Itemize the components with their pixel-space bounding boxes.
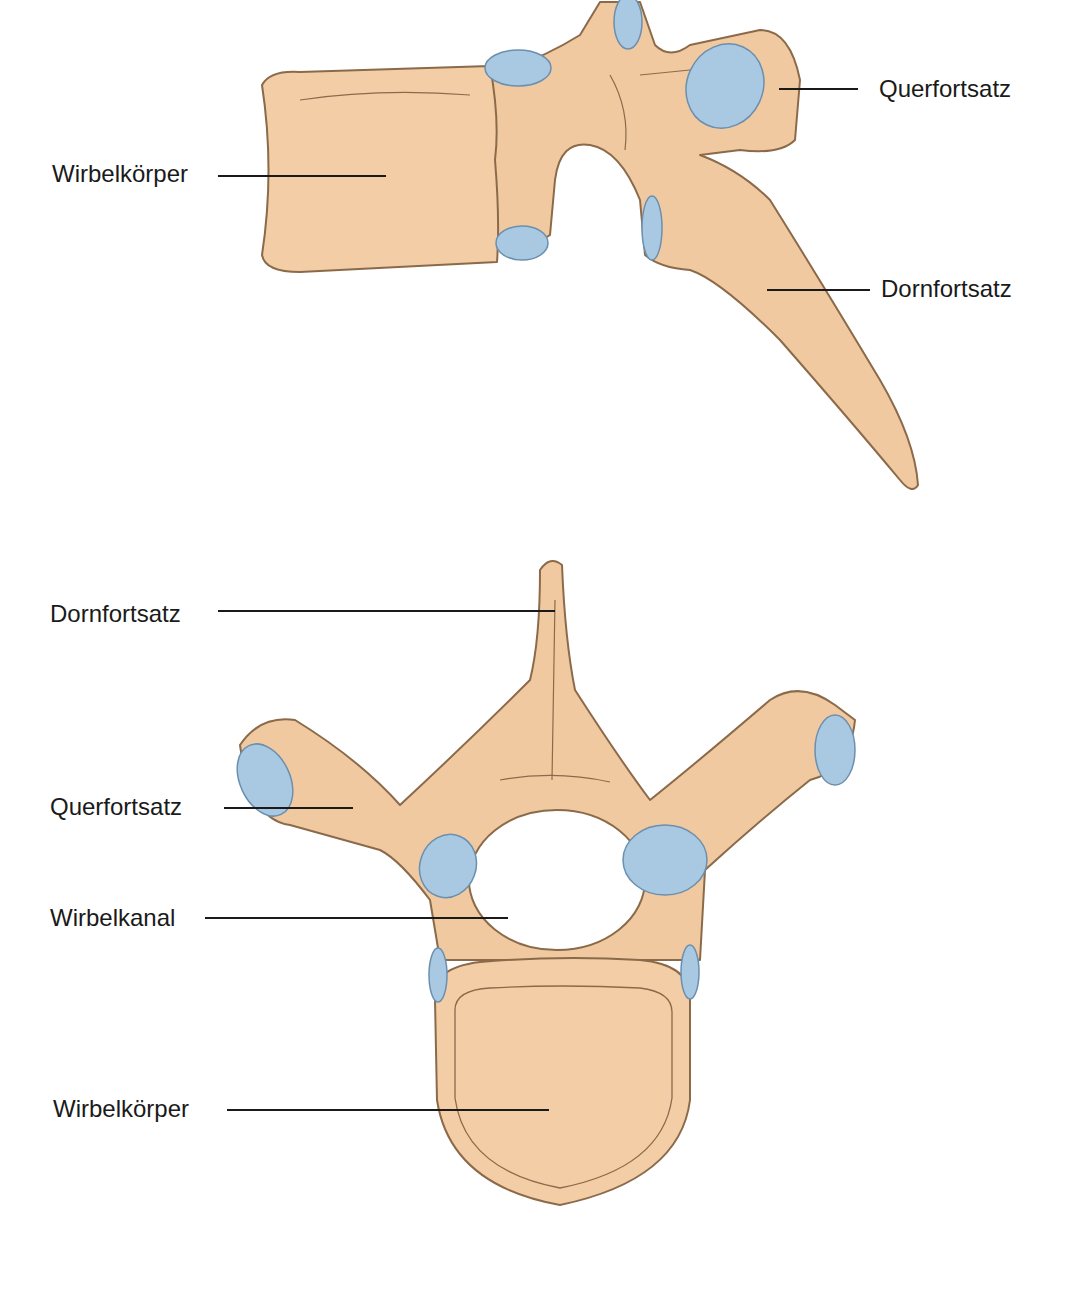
cartilage-facet [429,948,447,1002]
cartilage-facet [642,196,662,260]
leader-line [779,88,858,90]
vertebral-body [435,958,691,1205]
part-label: Dornfortsatz [50,600,181,629]
body-rim [455,986,672,1188]
lateral-view [262,0,918,489]
leader-line [227,1109,549,1111]
cartilage-facet [411,826,486,905]
leader-line [218,175,386,177]
vertebral-body [262,66,498,272]
superior-view [226,561,855,1205]
cartilage-facet [614,0,642,49]
leader-line [767,289,870,291]
leader-line [218,610,555,612]
cartilage-facet [485,50,551,86]
part-label: Querfortsatz [50,793,182,822]
cartilage-facet [623,825,707,895]
part-label: Wirbelkanal [50,904,175,933]
part-label: Dornfortsatz [881,275,1012,304]
surface-line [500,600,610,782]
leader-line [205,917,508,919]
part-label: Querfortsatz [879,75,1011,104]
vertebral-arch [490,2,918,489]
vertebral-arch [240,561,855,960]
part-label: Wirbelkörper [53,1095,189,1124]
cartilage-facet [672,31,777,141]
surface-line [610,70,690,150]
part-label: Wirbelkörper [52,160,188,189]
surface-line [300,92,470,100]
cartilage-facet [496,226,548,260]
cartilage-facet [681,945,699,999]
leader-line [224,807,353,809]
leader-lines [205,89,870,1110]
vertebral-canal [469,810,645,950]
cartilage-facet [815,715,855,785]
cartilage-facet [226,735,303,825]
